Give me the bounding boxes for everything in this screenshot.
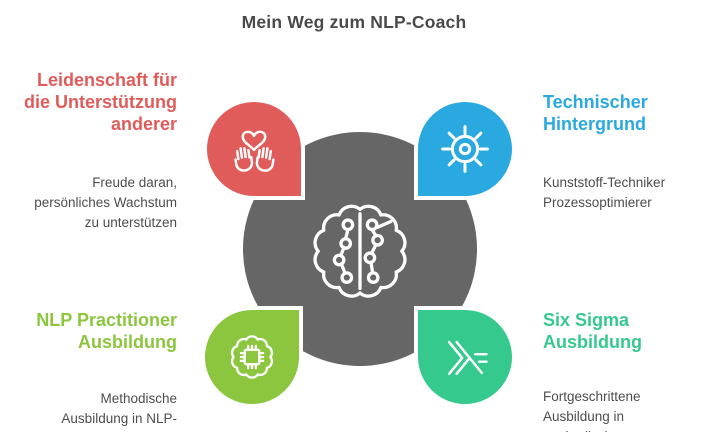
gear-icon	[437, 121, 493, 177]
quadrant-nlp-practitioner: NLP Practitioner Ausbildung Methodische …	[0, 291, 177, 432]
quadrant-six-sigma: Six Sigma Ausbildung Fortgeschrittene Au…	[543, 291, 708, 432]
passion-description: Freude daran, persönliches Wachstum zu u…	[34, 175, 177, 230]
brain-circuit-icon	[305, 193, 415, 305]
six-sigma-description: Fortgeschrittene Ausbildung in methodisc…	[543, 389, 641, 432]
nlp-practitioner-description: Methodische Ausbildung in NLP- Techniken	[61, 391, 177, 432]
six-sigma-bubble	[414, 306, 516, 408]
chip-brain-icon	[223, 328, 281, 386]
technical-heading: Technischer Hintergrund	[543, 92, 648, 134]
page-title: Mein Weg zum NLP-Coach	[241, 12, 467, 32]
lambda-chevrons-icon	[437, 329, 493, 385]
nlp-practitioner-heading: NLP Practitioner Ausbildung	[36, 310, 177, 352]
hands-holding-heart-icon	[226, 121, 282, 177]
nlp-practitioner-bubble	[201, 306, 303, 408]
passion-heading: Leidenschaft für die Unterstützung ander…	[24, 70, 177, 134]
technical-bubble	[414, 98, 516, 200]
six-sigma-heading: Six Sigma Ausbildung	[543, 310, 642, 352]
passion-bubble	[203, 98, 305, 200]
technical-description: Kunststoff-Techniker Prozessoptimierer	[543, 175, 666, 210]
quadrant-technical: Technischer Hintergrund Kunststoff-Techn…	[543, 73, 705, 231]
quadrant-passion: Leidenschaft für die Unterstützung ander…	[0, 51, 177, 251]
